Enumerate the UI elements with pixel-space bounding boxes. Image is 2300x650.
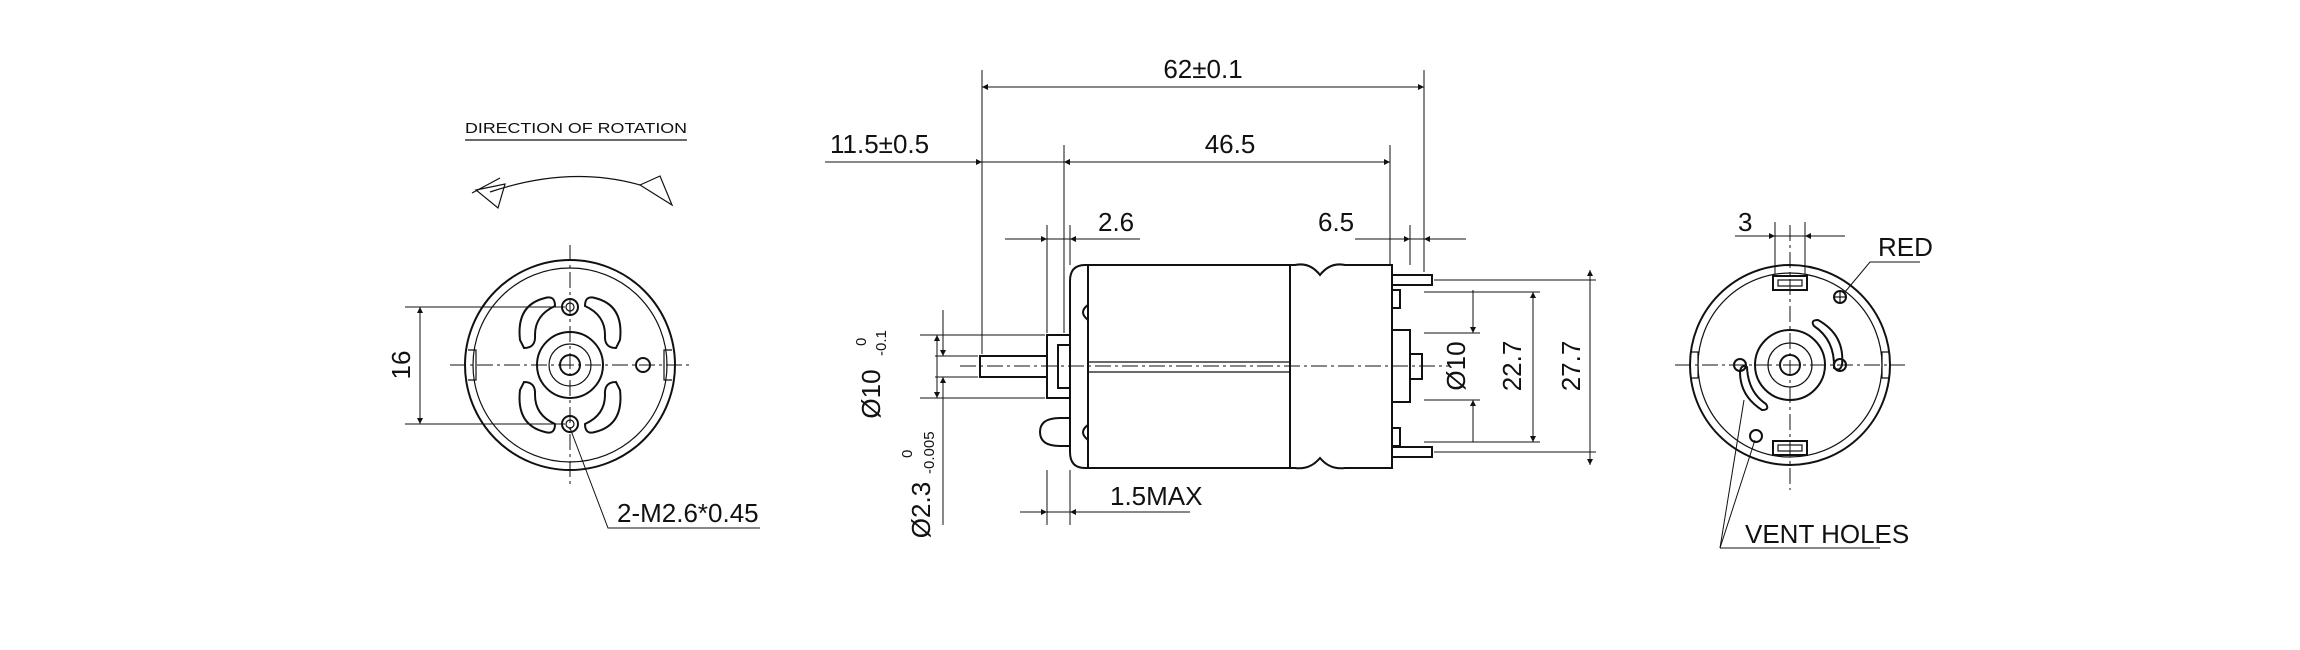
screw-note: 2-M2.6*0.45 xyxy=(617,498,759,528)
side-terminal-bottom xyxy=(1391,446,1433,458)
side-body-outline xyxy=(1069,263,1393,470)
red-leader xyxy=(1844,261,1920,293)
dim-3-label: 3 xyxy=(1738,207,1752,237)
dia-27-7-label: 27.7 xyxy=(1556,341,1586,392)
dim-16-label: 16 xyxy=(386,351,416,380)
boss-dia-tolerance: Ø10 0 -0.1 xyxy=(853,330,890,418)
dia-10-label: Ø10 xyxy=(1441,341,1471,390)
side-terminal-top xyxy=(1391,274,1433,286)
front-vent-slot xyxy=(518,296,557,350)
side-end-tab xyxy=(1392,289,1401,309)
side-body-clip xyxy=(1082,424,1089,441)
boss-length-label: 2.6 xyxy=(1098,207,1134,237)
side-end-tab xyxy=(1392,427,1401,447)
rear-vent-hole xyxy=(1811,318,1844,371)
screw-leader xyxy=(569,427,760,529)
boss-dia-sup: 0 xyxy=(853,338,870,346)
rotation-label: DIRECTION OF ROTATION xyxy=(465,120,687,137)
dia-22-7-label: 22.7 xyxy=(1497,341,1527,392)
front-notch xyxy=(663,349,672,381)
vent-leader xyxy=(1719,439,1756,549)
front-vent-slot xyxy=(518,380,557,434)
front-notch xyxy=(468,349,477,381)
shaft-length-label: 11.5±0.5 xyxy=(830,129,929,159)
shaft-dia-sup: 0 xyxy=(899,450,916,458)
boss-dia-sub: -0.1 xyxy=(873,330,890,356)
shaft-dia-tolerance: Ø2.3 0 -0.005 xyxy=(899,431,938,538)
overall-length-label: 62±0.1 xyxy=(1163,54,1242,84)
shaft-dia-sub: -0.005 xyxy=(921,431,938,474)
boss-dia-main: Ø10 xyxy=(856,369,886,418)
vent-leader xyxy=(1719,399,1745,549)
front-vent-slot xyxy=(583,380,622,434)
side-view: 62±0.1 11.5±0.5 46.5 2.6 6.5 Ø10 0 -0.1 xyxy=(825,54,1596,538)
front-view: DIRECTION OF ROTATION xyxy=(386,120,760,529)
red-label: RED xyxy=(1878,232,1933,262)
rotation-arrow xyxy=(471,175,674,210)
side-front-screw xyxy=(1038,417,1071,447)
vent-holes-label: VENT HOLES xyxy=(1745,519,1909,549)
shaft-dia-main: Ø2.3 xyxy=(906,482,936,538)
red-marker-icon xyxy=(1833,290,1847,304)
terminal-length-label: 6.5 xyxy=(1318,207,1354,237)
body-length-label: 46.5 xyxy=(1205,129,1256,159)
rear-notch xyxy=(1881,351,1890,379)
front-vent-slot xyxy=(583,296,622,350)
rear-vent-hole xyxy=(1738,365,1769,412)
boss-max-label: 1.5MAX xyxy=(1110,481,1203,511)
rear-view: 3 RED VENT HOLES xyxy=(1675,207,1933,549)
rear-small-hole xyxy=(1749,429,1763,443)
side-body-clip xyxy=(1082,304,1089,321)
